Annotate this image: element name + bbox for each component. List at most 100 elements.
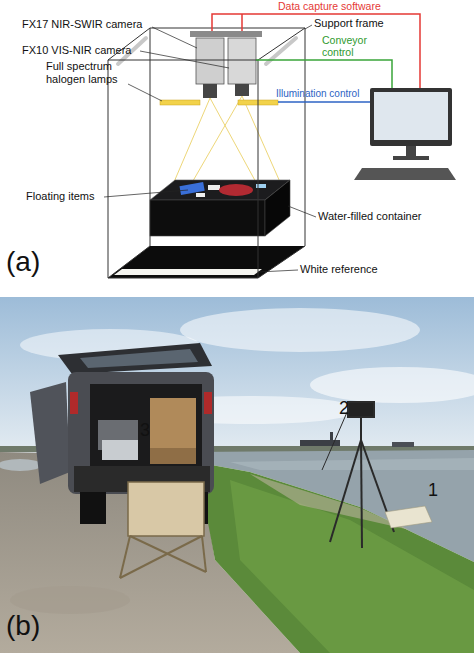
leader-lines xyxy=(258,270,298,272)
halogen-lamps xyxy=(160,100,278,105)
wire-label: Conveyor control xyxy=(322,34,378,58)
light-rays xyxy=(242,96,280,182)
panel-label: (a) xyxy=(6,246,40,278)
car xyxy=(30,382,70,484)
ground xyxy=(0,459,42,471)
data-capture-wire xyxy=(212,14,420,88)
leader-lines xyxy=(104,25,316,272)
computer xyxy=(354,168,456,180)
floor xyxy=(108,246,305,278)
folding-chair xyxy=(202,536,206,572)
car xyxy=(58,343,212,374)
far-shore xyxy=(330,432,333,441)
support-frame-front xyxy=(258,28,305,60)
callout-number: 1 xyxy=(428,480,438,501)
folding-chair xyxy=(120,536,130,578)
folding-chair xyxy=(128,482,204,536)
floating-item-sample xyxy=(385,506,432,528)
part-label: FX17 NIR-SWIR camera xyxy=(22,18,142,31)
illumination-control-wire xyxy=(278,101,370,103)
fx10-camera xyxy=(228,38,256,96)
light-rays xyxy=(186,96,242,193)
car xyxy=(80,349,198,368)
part-label: Support frame xyxy=(314,17,384,30)
fx17-camera xyxy=(203,84,217,98)
leader-lines xyxy=(128,84,162,101)
part-label: Full spectrum halogen lamps xyxy=(46,60,130,85)
leader-lines xyxy=(152,27,197,48)
grass-bank xyxy=(195,462,474,653)
grass-bank xyxy=(195,462,474,653)
leader-lines xyxy=(305,25,312,29)
computer xyxy=(370,88,452,146)
computer xyxy=(374,92,448,140)
leader-lines xyxy=(288,206,316,217)
tripod-camera xyxy=(348,402,374,417)
car xyxy=(150,398,196,448)
camera-mount xyxy=(190,31,262,37)
part-label: White reference xyxy=(300,263,378,276)
camera-mount xyxy=(190,31,262,37)
light-rays xyxy=(210,98,258,186)
part-label: Water-filled container xyxy=(318,210,422,223)
part-label: FX10 VIS-NIR camera xyxy=(22,44,131,57)
fx10-camera xyxy=(235,84,249,96)
car xyxy=(102,440,138,460)
panel-label: (b) xyxy=(6,610,40,642)
car xyxy=(204,392,212,414)
support-frame-front xyxy=(258,60,259,278)
support-frame-back xyxy=(150,28,305,29)
grass-bank xyxy=(250,474,410,530)
conveyor-control-wire xyxy=(256,60,392,88)
fx10-camera xyxy=(228,38,256,84)
computer xyxy=(406,146,416,156)
tripod-camera xyxy=(360,417,362,440)
water-container xyxy=(150,180,290,236)
sky xyxy=(310,367,474,403)
wire-label: Illumination control xyxy=(276,88,359,100)
car xyxy=(90,384,202,466)
callout-number: 3 xyxy=(140,420,150,441)
sky xyxy=(180,308,420,352)
fx17-camera xyxy=(196,38,224,84)
leader-lines xyxy=(140,51,229,68)
callout-number: 2 xyxy=(339,398,349,419)
support-frame-front xyxy=(108,246,150,278)
part-label: Floating items xyxy=(26,190,94,203)
conveyor-control-wire xyxy=(256,60,392,88)
wire-label: Data capture software xyxy=(278,0,381,12)
floor xyxy=(114,269,262,275)
floating-item-sample xyxy=(385,506,432,528)
car xyxy=(68,372,214,494)
halogen-lamps xyxy=(160,100,200,105)
floating-items xyxy=(196,193,205,197)
floating-items xyxy=(219,184,253,196)
ground xyxy=(10,586,130,614)
car xyxy=(150,448,196,464)
far-shore xyxy=(392,442,414,447)
car xyxy=(70,392,78,414)
folding-chair xyxy=(120,482,206,578)
folding-chair xyxy=(120,536,202,578)
floating-items xyxy=(179,182,266,197)
support-frame-front xyxy=(108,60,258,61)
support-frame-front xyxy=(108,278,258,279)
water-container xyxy=(150,200,265,236)
support-frame-front xyxy=(108,28,305,278)
support-frame-front xyxy=(258,246,305,278)
computer xyxy=(393,156,429,160)
water-container xyxy=(265,180,290,236)
tripod-camera xyxy=(330,440,361,542)
data-capture-wire xyxy=(241,14,243,31)
tripod-camera xyxy=(322,402,394,548)
support-frame-front xyxy=(108,60,109,278)
floating-items xyxy=(208,185,220,190)
tripod-camera xyxy=(361,440,362,548)
tripod-camera xyxy=(322,410,348,470)
leader-lines xyxy=(104,190,188,197)
floor xyxy=(108,246,305,278)
illumination-control-wire xyxy=(278,101,370,103)
fx17-camera xyxy=(196,38,224,98)
